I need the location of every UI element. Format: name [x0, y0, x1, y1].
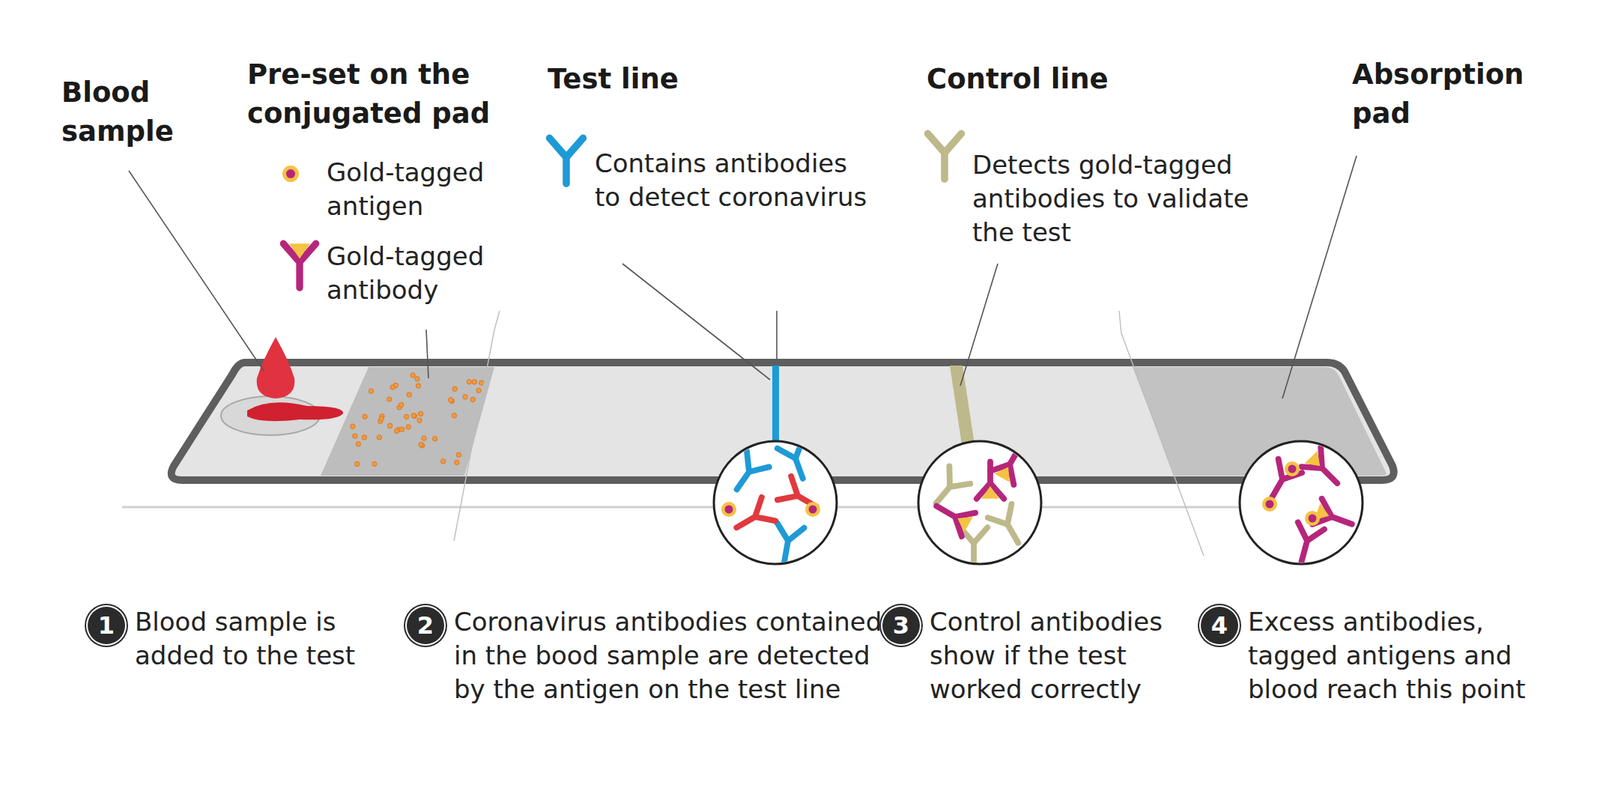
antibody-symbol	[1288, 522, 1325, 565]
magnifier-absorption	[1239, 441, 1363, 565]
antibody-symbol	[960, 527, 988, 565]
callout-text: Excess antibodies, tagged antigens and b…	[1247, 605, 1567, 707]
control-line-detail	[925, 438, 1033, 565]
callout-number: 3	[882, 606, 920, 645]
callout: 2Coronavirus antibodies contained in the…	[406, 605, 885, 707]
antibody-symbol	[777, 438, 816, 484]
part-name: Pre-set on the conjugated pad	[247, 55, 525, 134]
blood-pool	[247, 402, 344, 421]
antibody-symbol	[770, 522, 804, 565]
callout-number: 2	[406, 606, 445, 645]
part-note: Contains antibodies to detect coronaviru…	[594, 146, 871, 215]
antigen-dot	[1284, 461, 1300, 477]
antigen-dot	[721, 501, 737, 517]
callout: 1Blood sample is added to the test	[87, 605, 386, 673]
callout: 3Control antibodies show if the test wor…	[882, 605, 1197, 707]
blood-drop	[256, 337, 296, 399]
callout-text: Coronavirus antibodies contained in the …	[453, 605, 885, 707]
callout-number: 4	[1200, 606, 1239, 645]
gold-particles	[350, 368, 974, 466]
antigen-dot	[805, 501, 821, 517]
antigen-core	[1265, 500, 1275, 509]
test-line-detail	[721, 438, 824, 565]
part-note: Detects gold-tagged antibodies to valida…	[972, 148, 1295, 250]
antibody-symbol	[928, 133, 962, 180]
magnifier-control	[918, 441, 1042, 565]
antigen-core	[1288, 465, 1297, 474]
antigen-core	[286, 169, 296, 179]
callout: 4Excess antibodies, tagged antigens and …	[1200, 605, 1567, 707]
antibody-symbol	[549, 137, 584, 184]
antibody-symbol	[725, 451, 770, 498]
base-line	[122, 506, 1276, 509]
callout-text: Control antibodies show if the test work…	[929, 605, 1197, 707]
callout-number: 1	[87, 606, 126, 645]
part-name: Blood sample	[61, 73, 227, 152]
absorption-detail	[1259, 447, 1357, 565]
legend-text: Gold-tagged antigen	[326, 155, 537, 224]
antigen-dot	[1304, 510, 1320, 526]
antibody-symbol	[990, 438, 1033, 485]
antibody-symbol	[925, 465, 971, 512]
antigen-core	[808, 505, 818, 514]
antigen-dot	[282, 165, 299, 183]
conjugated-pad	[320, 367, 495, 476]
antigen-dot	[1262, 496, 1278, 512]
antibody-symbol	[283, 243, 316, 288]
part-name: Test line	[547, 59, 773, 99]
test-line	[772, 365, 780, 450]
magnifier-test	[713, 441, 837, 565]
part-name: Control line	[926, 59, 1167, 99]
callout-text: Blood sample is added to the test	[134, 605, 386, 673]
legend-text: Gold-tagged antibody	[326, 239, 537, 308]
part-name: Absorption pad	[1352, 55, 1577, 134]
antigen-core	[725, 505, 734, 514]
antibody-symbol	[1301, 447, 1347, 493]
antibody-symbol	[929, 494, 976, 537]
antibody-symbol	[777, 476, 824, 519]
antibody-symbol	[988, 504, 1030, 550]
antibody-symbol	[729, 497, 776, 540]
antigen-core	[1308, 514, 1317, 523]
